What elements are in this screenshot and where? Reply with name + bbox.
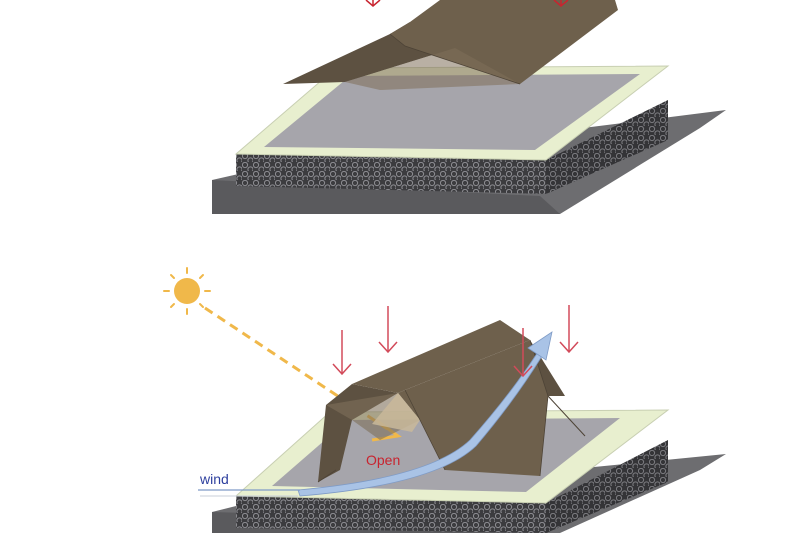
wind-label: wind xyxy=(199,471,229,487)
wind-arrow-icon xyxy=(198,331,553,497)
sun-icon xyxy=(163,267,211,315)
roof-closed xyxy=(283,0,618,90)
rain-arrow-icon-2 xyxy=(378,306,398,354)
roof-inner-face xyxy=(372,393,420,432)
bottom-panel-open-roof: wind Open xyxy=(163,267,726,533)
rain-arrow-icon-3 xyxy=(513,328,533,378)
rain-arrow-icon-top-left xyxy=(365,0,381,7)
gravel-base-top xyxy=(236,100,668,194)
platform-surface-top xyxy=(264,74,640,150)
rain-arrow-icon-top-right xyxy=(553,0,569,7)
rain-arrow-icon-4 xyxy=(559,305,579,354)
top-panel-closed-roof xyxy=(212,0,726,214)
open-label: Open xyxy=(366,452,400,468)
gravel-base-bottom xyxy=(236,440,668,533)
rain-arrow-icon-1 xyxy=(332,330,352,376)
